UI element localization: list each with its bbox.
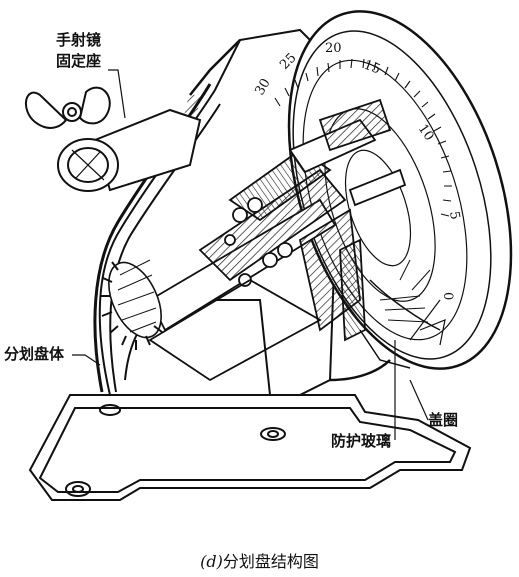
- inner-mechanism: [148, 98, 407, 382]
- leader-lines: [72, 69, 429, 440]
- label-cover-ring: 盖圈: [428, 411, 459, 429]
- caption-text: 分划盘结构图: [222, 552, 319, 571]
- label-mirror-seat-line1: 手射镜: [56, 31, 102, 49]
- label-dividing-plate-body: 分划盘体: [4, 345, 65, 363]
- figure-caption: (d)分划盘结构图: [0, 548, 519, 572]
- mirror-seat: [25, 86, 202, 192]
- dial-scale-numbers: 30 25 20 15 10 5 0: [252, 41, 462, 300]
- caption-prefix: (d): [200, 552, 223, 571]
- base-plate: [28, 394, 472, 501]
- leader-mirror-seat: [108, 69, 126, 119]
- pinion-gear: [100, 259, 163, 350]
- scale-number-30: 30: [252, 76, 273, 98]
- label-mirror-seat-line2: 固定座: [56, 52, 102, 70]
- label-protective-glass: 防护玻璃: [331, 432, 392, 450]
- scale-number-5: 5: [446, 210, 462, 221]
- scale-number-0: 0: [440, 292, 455, 300]
- cover-ring: [359, 259, 441, 369]
- dial-scale-ticks: [274, 58, 452, 217]
- leader-body: [72, 354, 101, 366]
- leader-cover: [409, 379, 429, 421]
- scale-number-20: 20: [325, 41, 342, 56]
- scale-number-15: 15: [362, 58, 383, 78]
